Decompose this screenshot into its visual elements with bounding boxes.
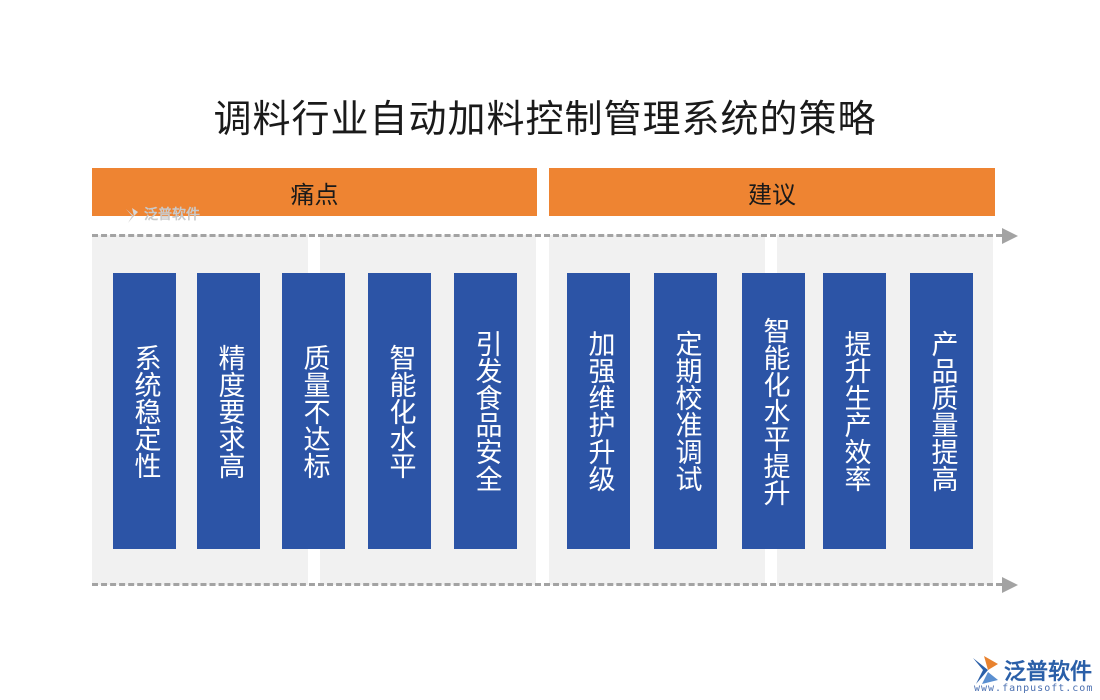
brand-url: www.fanpusoft.com — [974, 683, 1094, 694]
bottom-arrow-head-icon — [1002, 577, 1018, 593]
suggestion-card: 加强维护升级 — [567, 273, 630, 549]
suggestion-card: 智能化水平提升 — [742, 273, 805, 549]
pain-point-card: 智能化水平 — [368, 273, 431, 549]
pain-point-card: 精度要求高 — [197, 273, 260, 549]
brand-logo-icon — [973, 656, 998, 684]
diagram-title: 调料行业自动加料控制管理系统的策略 — [213, 97, 877, 141]
pain-point-card: 系统稳定性 — [113, 273, 176, 549]
pain-point-card: 质量不达标 — [282, 273, 345, 549]
suggestions-header: 建议 — [549, 168, 995, 216]
top-arrow-head-icon — [1002, 228, 1018, 244]
suggestion-card: 定期校准调试 — [654, 273, 717, 549]
pain-point-card: 引发食品安全 — [454, 273, 517, 549]
watermark-logo-icon — [126, 208, 138, 223]
top-flow-arrow-line — [92, 234, 1002, 237]
suggestion-card: 产品质量提高 — [910, 273, 973, 549]
brand-name: 泛普软件 — [1004, 660, 1093, 685]
pain-points-header: 痛点 — [92, 168, 537, 216]
suggestion-card: 提升生产效率 — [823, 273, 886, 549]
bottom-flow-arrow-line — [92, 583, 1002, 586]
brand-logo: 泛普软件 www.fanpusoft.com — [970, 654, 1095, 696]
watermark-text: 泛普软件 — [144, 207, 200, 223]
